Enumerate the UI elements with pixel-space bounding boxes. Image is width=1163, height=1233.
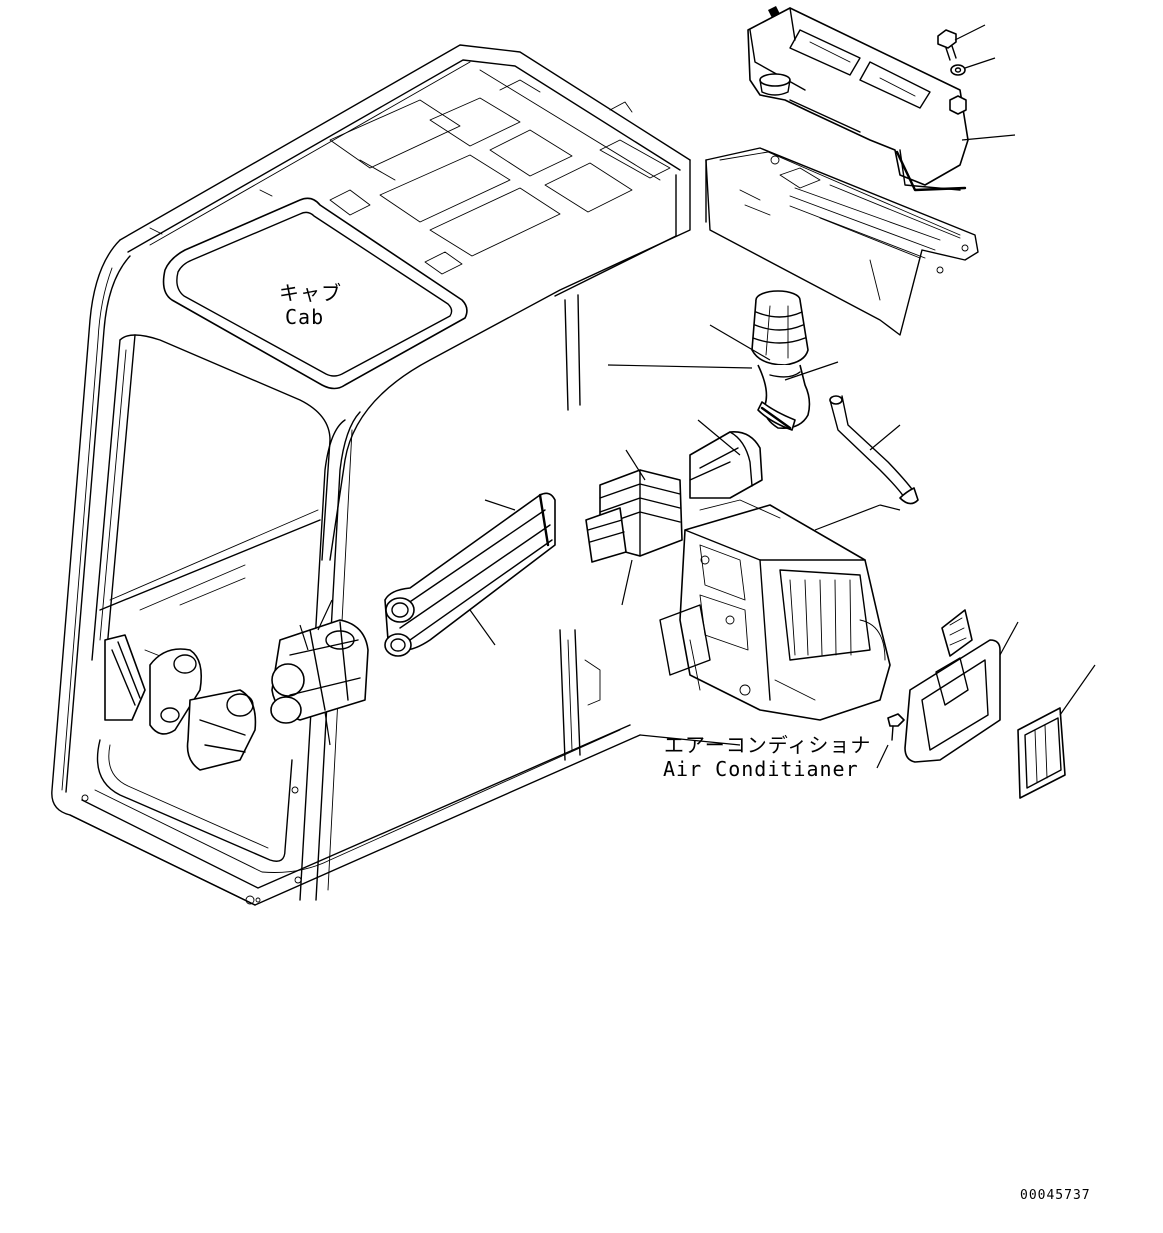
twin-outlet-duct — [270, 619, 369, 724]
leader-lines — [299, 24, 1096, 769]
rear-vent-screw-bolt — [937, 29, 967, 115]
air-filter — [1017, 707, 1066, 799]
cover-screw — [887, 713, 905, 741]
air-conditioner-unit — [659, 499, 891, 721]
cab-label-en: Cab — [285, 305, 324, 329]
cab-frame — [51, 44, 691, 906]
drain-hose — [829, 395, 919, 505]
rear-bracket-panel — [705, 147, 979, 336]
center-duct-connector — [585, 469, 683, 563]
rear-vent-duct — [747, 6, 969, 192]
intake-duct-upper — [751, 290, 809, 366]
drawing-number: 00045737 — [1020, 1188, 1091, 1203]
ac-outlet-duct — [689, 431, 763, 499]
long-face-duct — [384, 492, 556, 657]
air-conditioner-label-en: Air Conditianer — [663, 757, 859, 781]
air-conditioner-label-jp: エアーコンディショナ — [664, 733, 871, 757]
defroster-nozzle-assembly — [104, 634, 257, 771]
filter-cover-frame — [904, 609, 1001, 763]
intake-duct-elbow — [757, 364, 811, 431]
cab-label-jp: キャブ — [279, 281, 342, 305]
